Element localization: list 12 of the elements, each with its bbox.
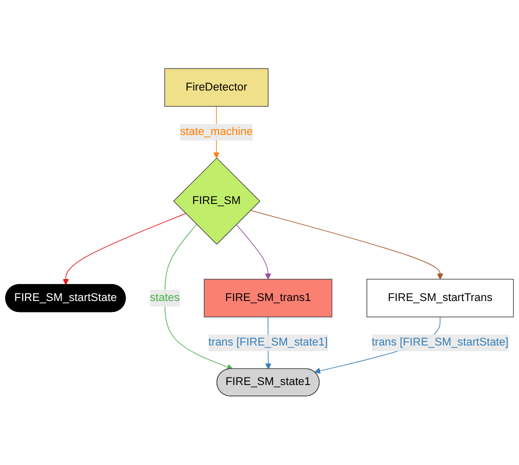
node-box: FIRE_SM_trans1 [204,279,332,318]
edge-label: trans [FIRE_SM_startState] [372,336,508,349]
node-diamond: FIRE_SM [173,158,260,245]
edge-label: state_machine [180,126,253,138]
node-box: FireDetector [164,68,269,107]
arrow [250,210,444,280]
edge-label: trans [FIRE_SM_state1] [208,336,328,349]
edge-label: states [150,292,180,304]
arrow [62,213,186,286]
node-box: FIRE_SM_startTrans [366,279,514,318]
arrow [236,224,272,280]
arrow [164,224,234,370]
